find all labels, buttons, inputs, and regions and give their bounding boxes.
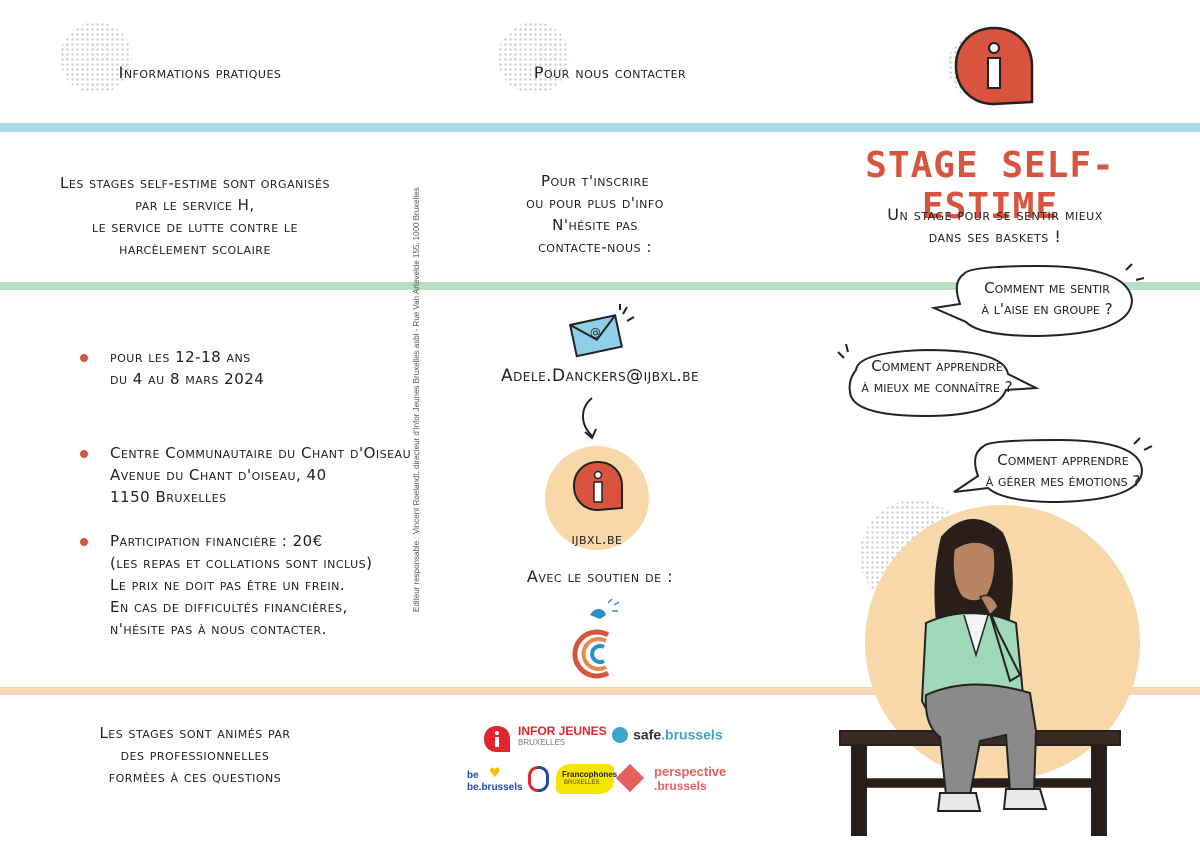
decor-dots	[498, 22, 570, 94]
bottom-peach-band	[0, 687, 1200, 695]
website-link[interactable]: ijbxl.be	[571, 530, 623, 548]
editor-note: Editeur responsable : Vincent Roelandt, …	[412, 187, 421, 612]
info-i-icon	[572, 460, 623, 512]
left-heading: Informations pratiques	[118, 63, 282, 82]
speech-bubble-1	[930, 263, 1145, 338]
top-blue-band	[0, 123, 1200, 132]
logo-infor-jeunes: INFOR JEUNES BRUXELLES	[482, 722, 612, 756]
info-i-icon	[954, 26, 1034, 106]
bullet-2	[80, 450, 88, 458]
info-i-icon	[484, 726, 510, 752]
subtitle: Un stage pour se sentir mieux dans ses b…	[887, 205, 1103, 246]
bubble-1-text: Comment me sentir à l'aise en groupe ?	[981, 279, 1113, 318]
speech-bubble-2	[837, 344, 1040, 418]
decor-dots	[60, 22, 132, 94]
infor-jeunes-sub: BRUXELLES	[518, 738, 566, 747]
infor-jeunes-text: INFOR JEUNES	[518, 724, 607, 738]
bubble-3-text: Comment apprendre à gérer mes émotions ?	[985, 451, 1141, 490]
middle-heading: Pour nous contacter	[533, 63, 687, 82]
bullet-3	[80, 538, 88, 546]
support-label: Avec le soutien de :	[526, 567, 674, 586]
curved-arrow-icon	[582, 397, 597, 440]
logo-francophones: Francophones BRUXELLES	[556, 764, 617, 794]
left-footer: Les stages sont animés par des professio…	[99, 724, 291, 786]
safe-icon	[612, 726, 628, 743]
info-price: Participation financière : 20€ (les repa…	[110, 532, 373, 638]
logo-be-brussels: ♥ be be.brussels	[467, 766, 523, 793]
heart-icon: ♥	[489, 766, 501, 781]
logo-safe-brussels: safe.brussels	[612, 724, 732, 746]
partner-logo-bird-icon	[572, 598, 620, 679]
girl-on-bench-illustration	[839, 518, 1121, 836]
speech-bubble-3	[953, 437, 1153, 504]
bullet-1	[80, 354, 88, 362]
diamond-icon	[615, 763, 645, 793]
left-intro: Les stages self-estime sont organisés pa…	[60, 174, 330, 258]
envelope-icon: @	[568, 304, 635, 358]
svg-text:@: @	[589, 325, 602, 340]
email-link[interactable]: Adele.Danckers@ijbxl.be	[500, 366, 700, 386]
logo-perspective-brussels: perspective .brussels	[615, 763, 738, 794]
info-age-dates: pour les 12-18 ans du 4 au 8 mars 2024	[110, 348, 265, 388]
info-location: Centre Communautaire du Chant d'Oiseau A…	[110, 444, 412, 506]
middle-intro: Pour t'inscrire ou pour plus d'info N'hé…	[526, 172, 664, 256]
logo-region-icon	[526, 766, 552, 792]
bubble-2-text: Comment apprendre à mieux me connaître ?	[861, 357, 1013, 396]
page-title: STAGE SELF-ESTIME	[865, 145, 1115, 227]
middle-green-band	[0, 282, 1200, 290]
